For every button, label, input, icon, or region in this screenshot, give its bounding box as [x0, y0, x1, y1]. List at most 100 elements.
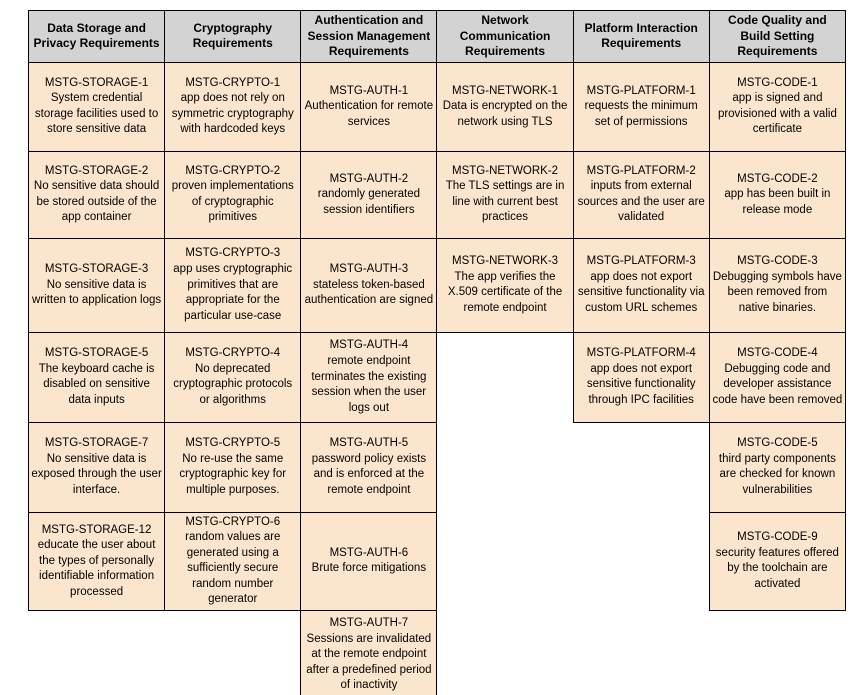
- requirement-cell-storage-1: MSTG-STORAGE-1 System credential storage…: [27, 61, 166, 152]
- empty-cell: [437, 610, 573, 695]
- empty-cell: [573, 610, 709, 695]
- requirement-text: security features offered by the toolcha…: [715, 546, 839, 590]
- requirement-text: requests the minimum set of permissions: [584, 100, 698, 128]
- requirement-id: MSTG-STORAGE-7: [44, 437, 149, 450]
- empty-cell: [709, 610, 845, 695]
- requirement-id: MSTG-AUTH-1: [329, 84, 409, 97]
- requirement-text: app has been built in release mode: [724, 188, 831, 216]
- requirement-text: No sensitive data is written to applicat…: [32, 278, 162, 307]
- header-row: Data Storage and Privacy Requirements Cr…: [27, 10, 847, 63]
- requirement-cell-platform-2: MSTG-PLATFORM-2 inputs from external sou…: [572, 150, 710, 239]
- requirement-cell-code-5: MSTG-CODE-5 third party components are c…: [708, 421, 847, 513]
- requirement-id: MSTG-PLATFORM-2: [586, 164, 696, 177]
- requirement-cell-crypto-5: MSTG-CRYPTO-5 No re-use the same cryptog…: [164, 421, 302, 513]
- requirement-cell-storage-3: MSTG-STORAGE-3 No sensitive data is writ…: [27, 237, 166, 333]
- requirement-cell-auth-2: MSTG-AUTH-2 randomly generated session i…: [300, 150, 438, 239]
- requirement-cell-code-3: MSTG-CODE-3 Debugging symbols have been …: [708, 237, 847, 333]
- requirement-cell-auth-3: MSTG-AUTH-3 stateless token-based authen…: [300, 237, 438, 333]
- requirement-cell-network-3: MSTG-NETWORK-3 The app verifies the X.50…: [436, 237, 574, 333]
- requirement-cell-auth-1: MSTG-AUTH-1 Authentication for remote se…: [300, 61, 438, 152]
- requirement-id: MSTG-AUTH-7: [329, 617, 409, 630]
- requirement-text: inputs from external sources and the use…: [577, 180, 705, 224]
- requirement-id: MSTG-CODE-5: [737, 437, 818, 450]
- requirement-cell-auth-4: MSTG-AUTH-4 remote endpoint terminates t…: [300, 331, 438, 423]
- requirement-text: proven implementations of cryptographic …: [171, 180, 294, 224]
- requirement-id: MSTG-AUTH-5: [329, 437, 409, 450]
- requirement-id: MSTG-CRYPTO-5: [185, 437, 281, 450]
- requirement-cell-code-2: MSTG-CODE-2 app has been built in releas…: [708, 150, 847, 239]
- requirement-text: Sessions are invalidated at the remote e…: [306, 632, 432, 692]
- requirement-text: app is signed and provisioned with a val…: [717, 92, 837, 136]
- requirement-id: MSTG-STORAGE-5: [44, 347, 149, 360]
- requirement-id: MSTG-NETWORK-3: [452, 255, 559, 268]
- requirement-id: MSTG-NETWORK-2: [452, 164, 559, 177]
- requirement-text: Brute force mitigations: [311, 562, 427, 575]
- requirement-id: MSTG-STORAGE-12: [41, 523, 152, 536]
- table-row: MSTG-AUTH-7 Sessions are invalidated at …: [29, 609, 846, 695]
- requirement-id: MSTG-PLATFORM-4: [586, 347, 696, 360]
- requirement-id: MSTG-CODE-2: [737, 172, 818, 185]
- table-row: MSTG-STORAGE-1 System credential storage…: [27, 61, 847, 152]
- requirement-text: remote endpoint terminates the existing …: [311, 355, 427, 414]
- empty-cell: [573, 512, 709, 610]
- requirement-cell-auth-6: MSTG-AUTH-6 Brute force mitigations: [300, 511, 438, 611]
- requirement-cell-crypto-3: MSTG-CRYPTO-3 app uses cryptographic pri…: [164, 237, 302, 333]
- column-header-auth: Authentication and Session Management Re…: [300, 10, 438, 63]
- empty-cell: [437, 332, 573, 422]
- requirement-id: MSTG-PLATFORM-3: [586, 255, 696, 268]
- requirement-text: randomly generated session identifiers: [317, 188, 421, 216]
- requirement-cell-code-4: MSTG-CODE-4 Debugging code and developer…: [708, 331, 847, 423]
- requirement-cell-code-1: MSTG-CODE-1 app is signed and provisione…: [708, 61, 847, 152]
- empty-cell: [437, 512, 573, 610]
- requirement-cell-auth-7: MSTG-AUTH-7 Sessions are invalidated at …: [300, 609, 438, 695]
- requirement-cell-platform-3: MSTG-PLATFORM-3 app does not export sens…: [572, 237, 710, 333]
- requirement-id: MSTG-CRYPTO-2: [185, 164, 281, 177]
- requirement-id: MSTG-AUTH-2: [329, 172, 409, 185]
- empty-cell: [573, 422, 709, 512]
- requirement-text: Debugging symbols have been removed from…: [712, 270, 842, 314]
- requirement-cell-storage-5: MSTG-STORAGE-5 The keyboard cache is dis…: [27, 331, 166, 423]
- table-row: MSTG-STORAGE-12 educate the user about t…: [27, 511, 847, 611]
- requirement-text: No re-use the same cryptographic key for…: [179, 452, 287, 496]
- requirement-cell-crypto-2: MSTG-CRYPTO-2 proven implementations of …: [164, 150, 302, 239]
- requirement-id: MSTG-NETWORK-1: [452, 84, 559, 97]
- requirement-id: MSTG-CODE-4: [737, 347, 818, 360]
- requirement-cell-crypto-1: MSTG-CRYPTO-1 app does not rely on symme…: [164, 61, 302, 152]
- requirement-cell-network-1: MSTG-NETWORK-1 Data is encrypted on the …: [436, 61, 574, 152]
- requirement-text: No deprecated cryptographic protocols or…: [173, 362, 293, 406]
- requirement-id: MSTG-PLATFORM-1: [586, 84, 696, 97]
- requirement-text: educate the user about the types of pers…: [37, 539, 156, 598]
- requirement-cell-storage-7: MSTG-STORAGE-7 No sensitive data is expo…: [27, 421, 166, 513]
- requirement-text: Data is encrypted on the network using T…: [442, 100, 568, 128]
- requirement-id: MSTG-CODE-9: [737, 531, 818, 544]
- empty-cell: [165, 610, 301, 695]
- requirement-text: System credential storage facilities use…: [34, 92, 159, 136]
- requirement-id: MSTG-AUTH-6: [329, 546, 409, 559]
- requirement-id: MSTG-STORAGE-2: [44, 164, 149, 177]
- requirement-text: app uses cryptographic primitives that a…: [173, 263, 293, 322]
- requirement-id: MSTG-CODE-1: [737, 76, 818, 89]
- requirement-cell-platform-4: MSTG-PLATFORM-4 app does not export sens…: [572, 331, 710, 423]
- requirement-text: third party components are checked for k…: [718, 452, 836, 496]
- requirement-cell-crypto-4: MSTG-CRYPTO-4 No deprecated cryptographi…: [164, 331, 302, 423]
- requirement-id: MSTG-STORAGE-1: [44, 76, 149, 89]
- requirement-text: The app verifies the X.509 certificate o…: [447, 270, 563, 314]
- table-row: MSTG-STORAGE-5 The keyboard cache is dis…: [27, 331, 847, 423]
- requirement-text: Debugging code and developer assistance …: [712, 362, 843, 406]
- requirement-text: No sensitive data should be stored outsi…: [33, 180, 160, 224]
- column-header-platform: Platform Interaction Requirements: [572, 10, 710, 63]
- requirement-text: No sensitive data is exposed through the…: [31, 452, 162, 496]
- requirement-id: MSTG-AUTH-4: [329, 339, 409, 352]
- requirement-text: stateless token-based authentication are…: [304, 278, 434, 307]
- requirement-id: MSTG-STORAGE-3: [44, 263, 149, 275]
- requirement-cell-code-9: MSTG-CODE-9 security features offered by…: [708, 511, 847, 611]
- requirement-text: The TLS settings are in line with curren…: [445, 180, 565, 224]
- requirement-cell-network-2: MSTG-NETWORK-2 The TLS settings are in l…: [436, 150, 574, 239]
- requirement-cell-storage-2: MSTG-STORAGE-2 No sensitive data should …: [27, 150, 166, 239]
- requirement-text: password policy exists and is enforced a…: [311, 452, 427, 496]
- requirement-text: app does not rely on symmetric cryptogra…: [171, 92, 294, 136]
- column-header-code: Code Quality and Build Setting Requireme…: [708, 10, 847, 63]
- requirement-text: app does not export sensitive functional…: [577, 270, 705, 314]
- empty-cell: [437, 422, 573, 512]
